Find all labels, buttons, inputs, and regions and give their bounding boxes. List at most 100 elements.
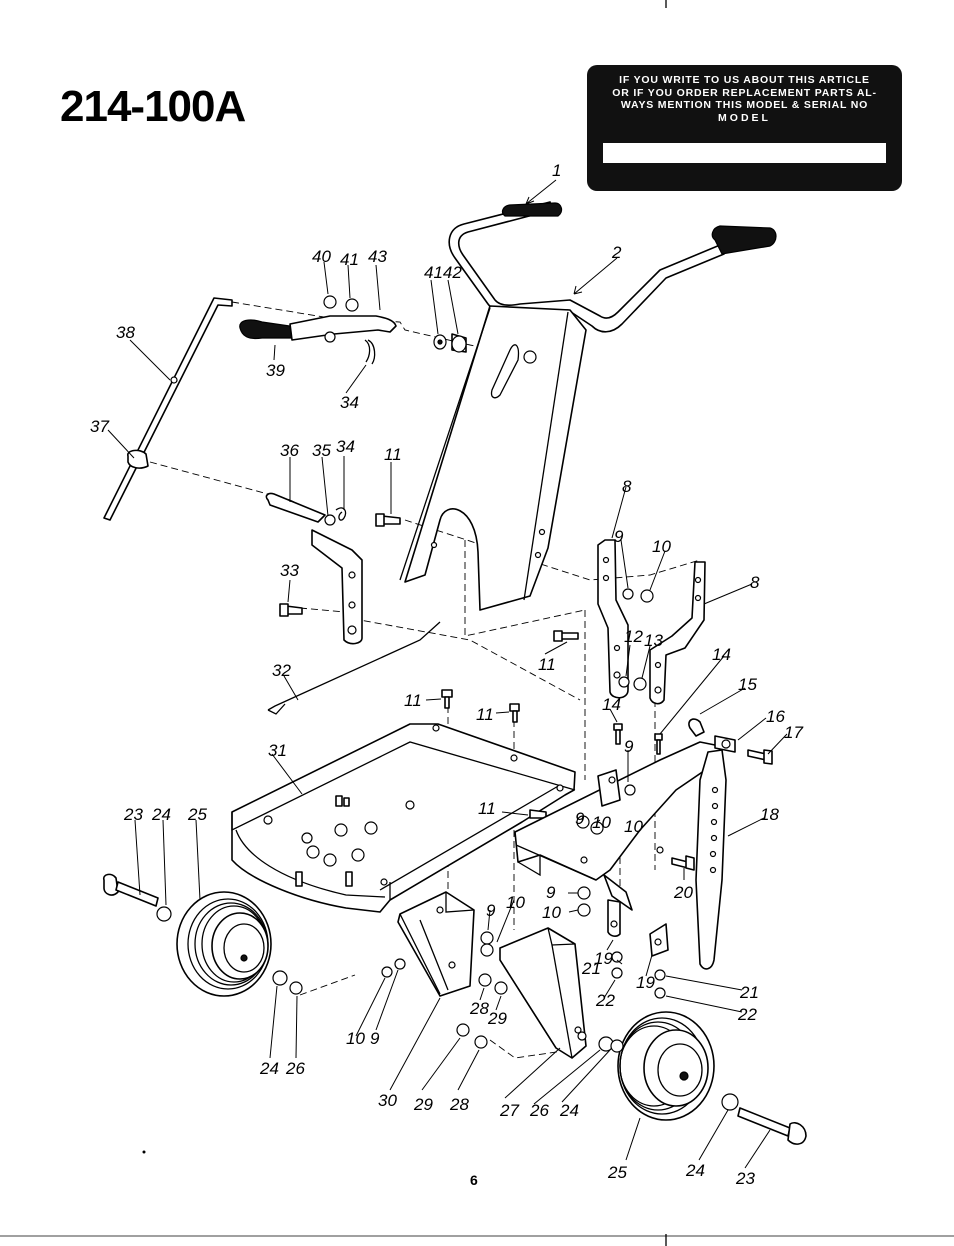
callout-43: 43 [368,247,387,266]
callout-1: 1 [552,161,561,180]
callout-22-left: 22 [595,991,615,1010]
callout-21-right: 21 [739,983,759,1002]
callout-10-frame: 10 [624,817,643,836]
carriage-bolts-11 [441,689,663,819]
callout-33: 33 [280,561,299,580]
callout-11-mid: 11 [538,655,556,674]
callout-22-right: 22 [737,1005,757,1024]
callout-41: 41 [340,250,359,269]
callout-10-lower: 10 [346,1029,365,1048]
callout-34-top: 34 [340,393,359,412]
callout-16: 16 [766,707,785,726]
callout-14-mid: 14 [602,695,621,714]
callout-40: 40 [312,247,331,266]
nuts-washers-upper [618,588,654,691]
callout-labels: 1 2 40 41 43 4142 38 39 34 37 36 35 34 1… [90,161,803,1188]
callout-24-left-bottom: 24 [259,1059,279,1078]
callout-12: 12 [624,627,643,646]
callout-19-right: 19 [636,973,655,992]
callout-32: 32 [272,661,291,680]
callout-8-top: 8 [622,477,632,496]
callout-17: 17 [784,723,803,742]
callout-11-mid-bolt: 11 [476,705,494,724]
callout-9-center: 9 [575,809,585,828]
shift-rod [103,297,233,521]
callout-10-center: 10 [592,813,611,832]
depth-bar [695,749,727,970]
callout-9-frame: 9 [624,737,634,756]
callout-leader-lines [107,179,788,1169]
callout-23-right: 23 [735,1169,755,1188]
control-rod [267,621,441,715]
callout-31: 31 [268,741,287,760]
callout-11-left-bolt: 11 [404,691,422,710]
wheel-leg-right [499,927,587,1059]
callout-9-leg: 9 [486,901,496,920]
upright-frame [399,305,587,611]
callout-14-right: 14 [712,645,731,664]
callout-24-left-top: 24 [151,805,171,824]
callout-23-left: 23 [123,805,143,824]
callout-30: 30 [378,1091,397,1110]
callout-20: 20 [673,883,693,902]
axle-bolt-right [721,1093,807,1145]
callout-25-right: 25 [607,1163,627,1182]
callout-19-left: 19 [594,949,613,968]
callout-39: 39 [266,361,285,380]
callout-29-lower: 29 [413,1095,433,1114]
callout-15: 15 [738,675,757,694]
callout-34-mid: 34 [336,437,355,456]
bolt-20 [671,855,695,871]
callout-18: 18 [760,805,779,824]
callout-2: 2 [611,243,622,262]
stray-dot [142,1150,146,1154]
callout-10-leg: 10 [506,893,525,912]
callout-36: 36 [280,441,299,460]
bolts-11-33 [279,513,579,642]
axle-bolt-left [102,873,303,995]
model-title: 214-100A [60,82,246,131]
nuts-washers-lower [381,815,666,1049]
callout-21-left: 21 [581,959,601,978]
handle-bar [448,201,777,333]
callout-38: 38 [116,323,135,342]
notice-line-2: OR IF YOU ORDER REPLACEMENT PARTS AL- [612,86,877,99]
wheel-right [598,1011,715,1121]
wheel-leg-left [397,891,475,997]
notice-line-3: WAYS MENTION THIS MODEL & SERIAL NO [620,99,869,111]
notice-model-label: MODEL [718,111,771,124]
callout-9-lower: 9 [370,1029,380,1048]
shift-bracket [265,492,363,645]
callout-37: 37 [90,417,109,436]
callout-4142: 4142 [424,263,462,282]
notice-line-1: IF YOU WRITE TO US ABOUT THIS ARTICLE [619,74,870,86]
callout-11-frame: 11 [478,799,496,818]
callout-13: 13 [644,631,663,650]
callout-11-top: 11 [384,445,402,464]
callout-28-lower: 28 [449,1095,469,1114]
callout-26-right: 26 [529,1101,549,1120]
main-plate [231,723,576,913]
model-number-field [603,143,886,163]
axle-frame [514,718,773,957]
callout-24-right-top: 24 [559,1101,579,1120]
tine-brackets [597,539,706,705]
callout-9-bracket: 9 [614,527,624,546]
callout-27: 27 [499,1101,519,1120]
callout-35: 35 [312,441,331,460]
callout-10-stack: 10 [542,903,561,922]
wheel-left [176,891,272,997]
callout-10-bracket: 10 [652,537,671,556]
callout-28-upper: 28 [469,999,489,1018]
hardware-41-42 [433,333,467,353]
page-number: 6 [470,1172,478,1188]
callout-26-left: 26 [285,1059,305,1078]
callout-25-left: 25 [187,805,207,824]
shift-lever [239,295,397,365]
callout-9-stack: 9 [546,883,556,902]
model-serial-notice-box: IF YOU WRITE TO US ABOUT THIS ARTICLE OR… [587,65,902,191]
callout-8-right: 8 [750,573,760,592]
callout-29-upper: 29 [487,1009,507,1028]
callout-24-right-bottom: 24 [685,1161,705,1180]
